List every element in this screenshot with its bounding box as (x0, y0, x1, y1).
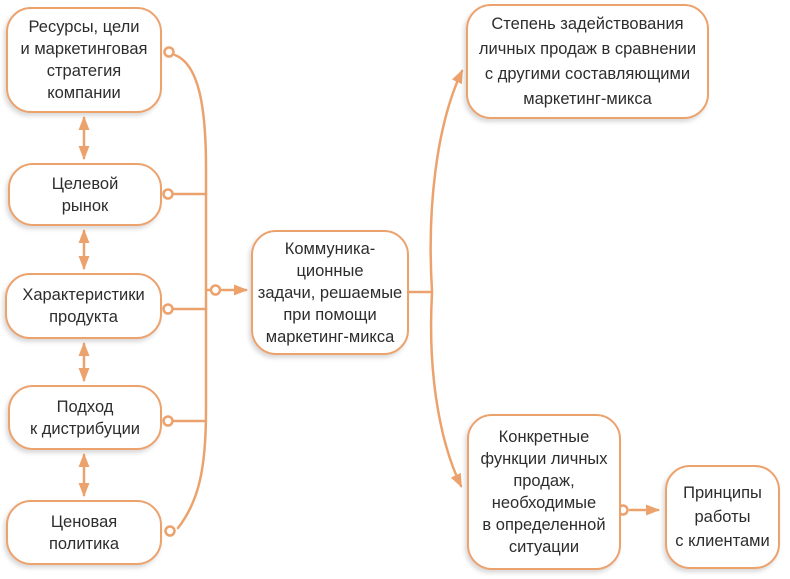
box-product-characteristics-label: Характеристики продукта (22, 286, 145, 326)
box-product-characteristics: Характеристики продукта (5, 273, 162, 339)
ring-distribution (162, 415, 174, 427)
box-pricing-policy-label: Ценовая политика (48, 512, 120, 553)
box-resources: Ресурсы, цели и маркетинговая стратегия … (6, 7, 162, 113)
box-communication-tasks-label: Коммуника- ционные задачи, решаемые при … (257, 239, 403, 346)
box-selling-functions: Конкретные функции личных продаж, необхо… (467, 414, 621, 570)
arrow-to-functions (429, 291, 463, 488)
ring-target (162, 188, 174, 200)
ring-product (162, 303, 174, 315)
box-resources-label: Ресурсы, цели и маркетинговая стратегия … (20, 18, 148, 102)
box-distribution-approach: Подход к дистрибуции (8, 385, 162, 450)
ring-pricing (164, 525, 176, 537)
box-target-market-label: Целевой рынок (51, 174, 119, 215)
box-distribution-approach-label: Подход к дистрибуции (29, 397, 141, 438)
box-personal-selling-degree: Степень задействования личных продаж в с… (466, 4, 709, 119)
box-pricing-policy: Ценовая политика (6, 500, 162, 565)
box-client-work-principles-label: Принципы работы с клиентами (675, 484, 770, 550)
box-communication-tasks: Коммуника- ционные задачи, решаемые при … (251, 230, 409, 355)
ring-junction (209, 284, 222, 296)
box-target-market: Целевой рынок (8, 163, 162, 226)
ring-resources (163, 46, 175, 58)
box-selling-functions-label: Конкретные функции личных продаж, необхо… (480, 428, 608, 556)
brace-curve (173, 53, 208, 530)
box-personal-selling-degree-label: Степень задействования личных продаж в с… (478, 14, 697, 108)
arrow-to-degree (429, 69, 464, 293)
box-client-work-principles: Принципы работы с клиентами (665, 465, 780, 569)
